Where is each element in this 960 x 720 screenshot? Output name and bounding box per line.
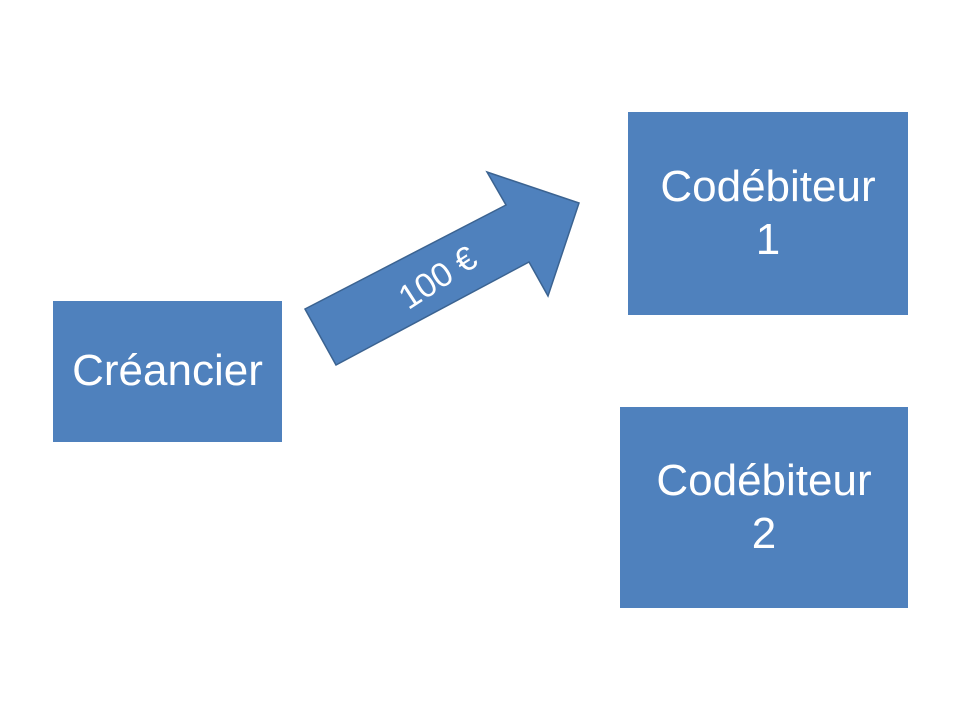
- payment-arrow-label: 100 €: [391, 238, 485, 318]
- node-creancier: Créancier: [53, 301, 282, 442]
- node-creancier-label: Créancier: [72, 346, 263, 396]
- node-codebiteur-1-label: Codébiteur 1: [660, 161, 876, 264]
- node-codebiteur-2: Codébiteur 2: [620, 407, 908, 608]
- node-codebiteur-2-label: Codébiteur 2: [656, 455, 872, 558]
- node-codebiteur-1: Codébiteur 1: [628, 112, 908, 315]
